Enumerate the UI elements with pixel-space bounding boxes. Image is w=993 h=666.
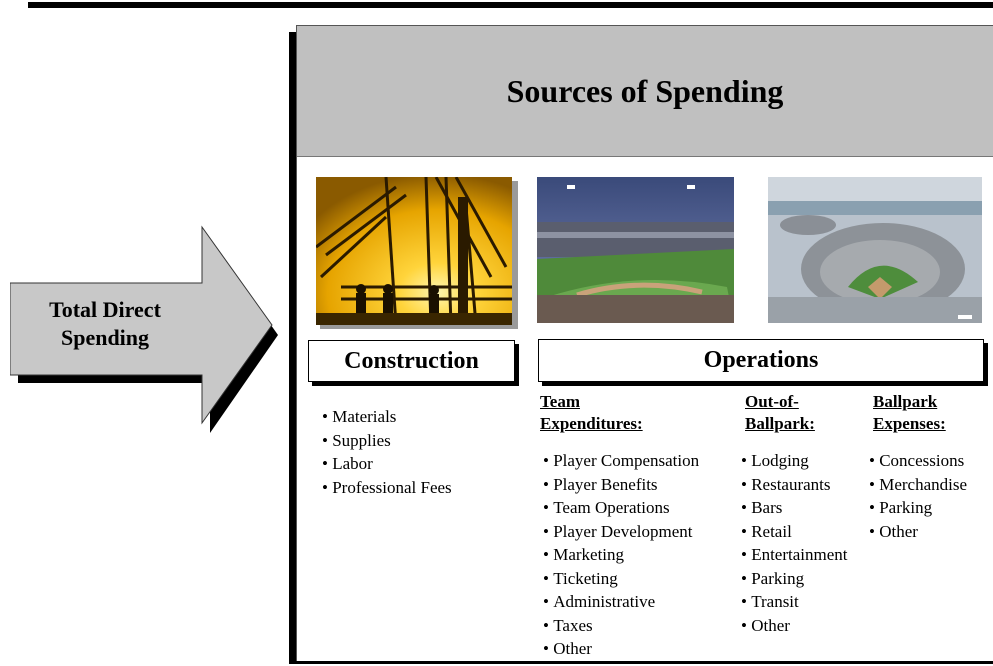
list-item: Lodging xyxy=(741,449,848,473)
stadium-aerial-photo xyxy=(768,177,982,323)
operations-box: Operations xyxy=(538,339,984,382)
list-item: Entertainment xyxy=(741,543,847,567)
operations-title: Operations xyxy=(703,347,819,373)
list-item: Player Compensation xyxy=(543,449,699,473)
construction-box: Construction xyxy=(308,340,515,382)
list-item: Merchandise xyxy=(869,473,967,497)
list-item: Other xyxy=(741,614,848,638)
list-item: Bars xyxy=(741,496,848,520)
total-spending-arrow xyxy=(10,225,280,440)
list-item: Parking xyxy=(869,496,967,520)
list-item: Parking xyxy=(741,567,848,591)
ballpark-expenses-list: Concessions Merchandise Parking Other xyxy=(869,449,967,543)
list-item: Retail xyxy=(741,520,848,544)
top-rule xyxy=(28,2,993,8)
list-item: Taxes xyxy=(543,614,699,638)
list-item: Administrative xyxy=(543,590,699,614)
list-item: Professional Fees xyxy=(322,476,451,500)
construction-photo xyxy=(316,177,512,325)
out-of-ballpark-heading: Out-of- Ballpark: xyxy=(745,392,815,433)
list-item: Other xyxy=(869,520,967,544)
list-item: Other xyxy=(543,637,699,661)
list-item: Transit xyxy=(741,590,848,614)
list-item: Team Operations xyxy=(543,496,699,520)
list-item: Concessions xyxy=(869,449,967,473)
out-of-ballpark-list: Lodging Restaurants Bars Retail Entertai… xyxy=(741,449,848,638)
ballpark-expenses-heading: Ballpark Expenses: xyxy=(873,392,946,433)
construction-list: Materials Supplies Labor Professional Fe… xyxy=(322,405,452,500)
list-item: Labor xyxy=(322,452,452,476)
team-expenditures-heading: Team Expenditures: xyxy=(540,392,643,433)
panel-title: Sources of Spending xyxy=(506,72,784,109)
list-item: Player Benefits xyxy=(543,473,699,497)
list-item: Ticketing xyxy=(543,567,699,591)
total-direct-spending-label: Total Direct Spending xyxy=(49,297,161,350)
panel-header: Sources of Spending xyxy=(297,26,993,157)
list-item: Supplies xyxy=(322,429,452,453)
list-item: Marketing xyxy=(543,543,699,567)
list-item: Player Development xyxy=(543,520,699,544)
construction-title: Construction xyxy=(344,347,479,374)
team-expenditures-list: Player Compensation Player Benefits Team… xyxy=(543,449,699,661)
stadium-field-photo xyxy=(537,177,734,323)
list-item: Materials xyxy=(322,405,452,429)
list-item: Restaurants xyxy=(741,473,848,497)
